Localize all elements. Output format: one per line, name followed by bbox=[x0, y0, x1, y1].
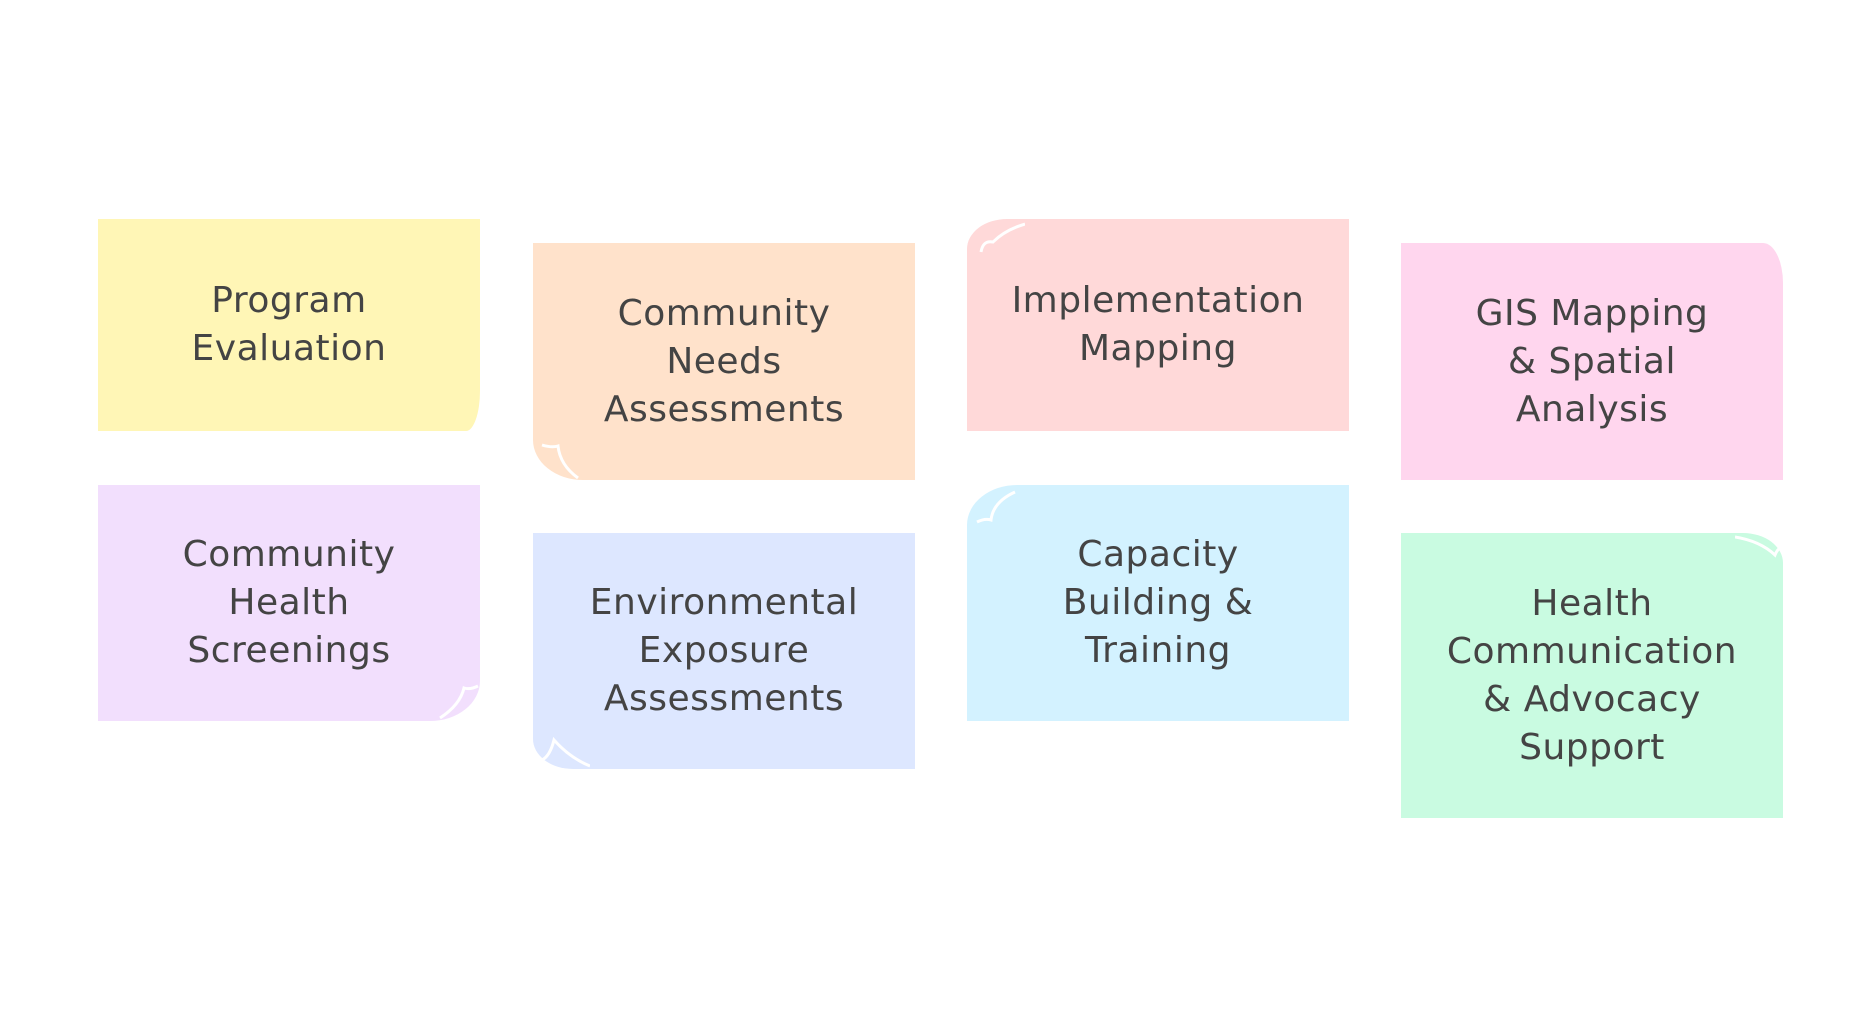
note-label: Community Needs Assessments bbox=[603, 292, 845, 430]
note-capacity-building-training: Capacity Building & Training bbox=[967, 485, 1349, 721]
note-label: Capacity Building & Training bbox=[1062, 534, 1254, 671]
note-label: GIS Mapping & Spatial Analysis bbox=[1475, 292, 1709, 430]
note-implementation-mapping: Implementation Mapping bbox=[967, 219, 1349, 431]
note-label: Environmental Exposure Assessments bbox=[589, 582, 859, 719]
note-label: Program Evaluation bbox=[191, 280, 387, 369]
note-health-communication-advocacy: Health Communication & Advocacy Support bbox=[1401, 533, 1783, 818]
note-gis-mapping: GIS Mapping & Spatial Analysis bbox=[1401, 243, 1783, 480]
note-community-needs-assessments: Community Needs Assessments bbox=[533, 243, 915, 480]
note-community-health-screenings: Community Health Screenings bbox=[98, 485, 480, 721]
note-label: Community Health Screenings bbox=[182, 534, 396, 671]
note-program-evaluation: Program Evaluation bbox=[98, 219, 480, 431]
note-label: Health Communication & Advocacy Support bbox=[1446, 582, 1738, 768]
note-environmental-exposure-assessments: Environmental Exposure Assessments bbox=[533, 533, 915, 769]
note-label: Implementation Mapping bbox=[1011, 280, 1305, 369]
